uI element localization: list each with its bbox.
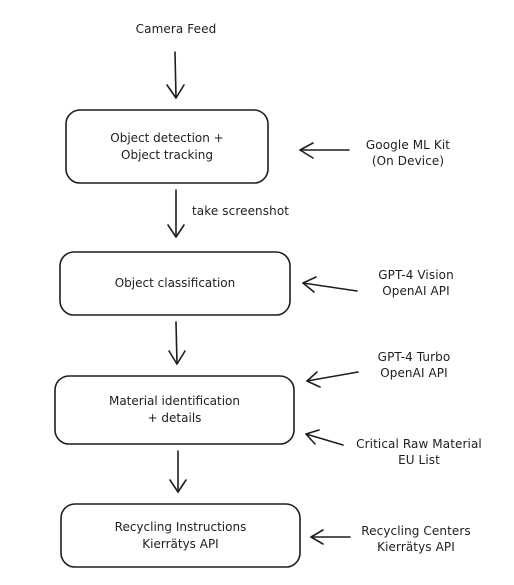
source-label-google-ml-kit: Google ML Kit (On Device) [352, 137, 464, 169]
step-text-detection: Object detection + Object tracking [66, 110, 268, 183]
step-line: Object classification [114, 276, 236, 290]
arrow-crm-to-material [305, 429, 344, 446]
source-line: Recycling Centers [361, 524, 471, 538]
source-line: Kierrätys API [377, 540, 455, 554]
arrow-recyclingcenters-to-recycling [310, 529, 351, 545]
step-line: Material identification [108, 394, 241, 408]
edge-label-take-screenshot: take screenshot [192, 204, 290, 218]
step-line: Object detection + [110, 130, 224, 145]
source-line: OpenAI API [382, 284, 450, 298]
arrow-classification-to-material [168, 321, 186, 365]
source-label-critical-raw-material: Critical Raw Material EU List [343, 436, 495, 468]
source-line: (On Device) [371, 154, 445, 168]
step-line: Kierrätys API [142, 536, 219, 551]
step-box-material [54, 375, 295, 445]
step-line: Object tracking [121, 147, 213, 162]
source-line: GPT-4 Vision [378, 268, 454, 282]
step-line: + details [147, 411, 202, 425]
source-label-recycling-centers: Recycling Centers Kierrätys API [350, 523, 482, 555]
arrow-mlkit-to-detection [299, 142, 350, 159]
arrow-camera-to-detection [166, 51, 185, 99]
source-label-gpt4-turbo: GPT-4 Turbo OpenAI API [354, 349, 474, 381]
step-text-material: Material identification + details [55, 376, 294, 444]
arrow-material-to-recycling [169, 450, 187, 493]
source-line: EU List [398, 453, 440, 467]
arrow-detection-to-classification [167, 189, 185, 238]
step-text-classification: Object classification [60, 252, 290, 315]
step-box-recycling [60, 503, 301, 568]
step-box-classification [59, 251, 291, 316]
source-line: GPT-4 Turbo [377, 350, 451, 364]
source-line: Google ML Kit [365, 138, 451, 152]
step-text-recycling: Recycling Instructions Kierrätys API [61, 504, 300, 567]
source-line: OpenAI API [380, 366, 448, 380]
source-label-gpt4-vision: GPT-4 Vision OpenAI API [356, 267, 476, 299]
step-line: Recycling Instructions [114, 519, 247, 534]
arrow-gpt4turbo-to-material [306, 371, 359, 388]
arrow-gpt4vision-to-classification [302, 276, 358, 293]
camera-feed-label: Camera Feed [135, 22, 217, 36]
source-line: Critical Raw Material [356, 437, 482, 451]
step-box-detection [65, 109, 269, 184]
